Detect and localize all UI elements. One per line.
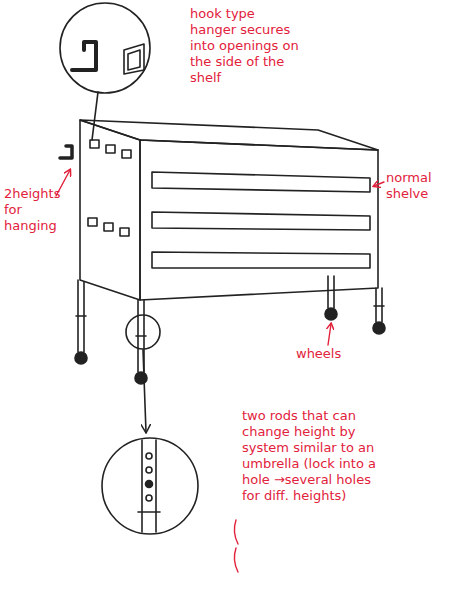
opening (88, 218, 97, 226)
shelf (152, 172, 370, 192)
shelf (152, 212, 370, 230)
pointer (328, 324, 331, 345)
zoom-arrow (143, 350, 146, 432)
bracket (234, 520, 238, 572)
detail-circle (60, 3, 150, 93)
leg (328, 276, 334, 308)
rod-detail (138, 440, 160, 532)
wheel (135, 372, 147, 384)
leg (374, 288, 384, 322)
callout-note: 2heights for hanging (4, 186, 66, 234)
shelf (152, 252, 370, 268)
wheel (325, 308, 337, 320)
wheel (373, 322, 385, 334)
hole (146, 453, 152, 459)
leader-line (92, 92, 98, 140)
detail-circle (102, 438, 198, 534)
callout-note: two rods that can change height by syste… (242, 408, 380, 504)
hook (60, 146, 72, 158)
hook-detail (72, 42, 96, 70)
opening (104, 223, 113, 231)
hole (146, 495, 152, 501)
wheel (75, 352, 87, 364)
callout-note: wheels (296, 346, 366, 362)
opening-detail (124, 44, 144, 74)
opening (122, 150, 131, 158)
hole (146, 481, 153, 488)
leg (76, 280, 86, 352)
detail-circle (126, 315, 160, 349)
opening (120, 228, 129, 236)
callout-note: normal shelve (386, 170, 448, 202)
leg (136, 300, 146, 372)
pointer (374, 182, 384, 186)
opening (106, 145, 115, 153)
opening (90, 140, 99, 148)
cart-end (80, 120, 140, 300)
callout-note: hook type hanger secures into openings o… (190, 6, 302, 86)
hole (146, 467, 152, 473)
cart-front (140, 140, 378, 300)
